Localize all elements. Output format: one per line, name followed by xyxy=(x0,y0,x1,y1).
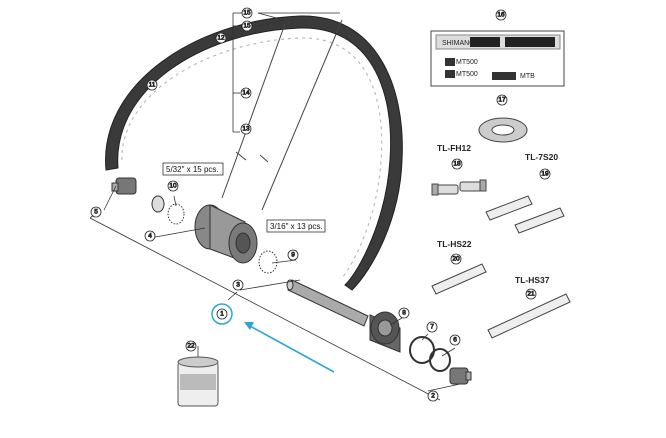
callout-8: 8 xyxy=(398,307,410,319)
spoke-bracket xyxy=(227,12,340,133)
tool-label-fh12: TL-FH12 xyxy=(437,143,471,153)
tool-label-7s20: TL-7S20 xyxy=(525,152,558,162)
ball-note-rear-text: 3/16" x 13 pcs. xyxy=(270,222,323,231)
tool-hs22-drawing xyxy=(431,263,487,295)
svg-text:3: 3 xyxy=(236,282,240,289)
svg-text:13: 13 xyxy=(242,126,250,133)
svg-text:17: 17 xyxy=(498,97,506,104)
axle xyxy=(286,279,369,327)
spokes xyxy=(221,19,343,211)
svg-text:6: 6 xyxy=(453,337,457,344)
svg-text:22: 22 xyxy=(187,343,195,350)
svg-text:16: 16 xyxy=(497,12,505,19)
ball-note-front: 5/32" x 15 pcs. xyxy=(162,162,224,176)
callout-19: 19 xyxy=(539,168,551,180)
rim-tape-roll xyxy=(478,117,528,143)
tool-label-hs37: TL-HS37 xyxy=(515,275,550,285)
callout-6: 6 xyxy=(449,334,461,346)
svg-text:10: 10 xyxy=(169,183,177,190)
svg-text:7: 7 xyxy=(430,324,434,331)
hub-body xyxy=(194,204,258,264)
callout-10: 10 xyxy=(167,180,179,192)
callout-20: 20 xyxy=(450,253,462,265)
callout-21: 21 xyxy=(525,288,537,300)
svg-text:8: 8 xyxy=(402,310,406,317)
svg-text:15: 15 xyxy=(243,23,251,30)
ball-note-front-text: 5/32" x 15 pcs. xyxy=(166,165,219,174)
svg-text:5: 5 xyxy=(94,209,98,216)
rim xyxy=(105,15,403,291)
tool-label-hs22: TL-HS22 xyxy=(437,239,472,249)
washer-left xyxy=(151,195,165,213)
svg-text:14: 14 xyxy=(242,90,250,97)
callout-7: 7 xyxy=(426,321,438,333)
highlight-circle xyxy=(211,303,233,325)
ball-bearings-right xyxy=(258,250,278,274)
hub-assembly xyxy=(111,177,472,385)
svg-text:20: 20 xyxy=(452,256,460,263)
decal-sheet: SHIMANO MT500 MT500 MTB xyxy=(430,30,565,87)
svg-text:15: 15 xyxy=(243,10,251,17)
leader-lines xyxy=(89,185,461,401)
decal-brand-text: SHIMANO xyxy=(442,40,475,47)
lock-nut-right xyxy=(449,367,472,385)
callout-9: 9 xyxy=(287,249,299,261)
callout-2: 2 xyxy=(427,390,439,402)
callout-14: 14 xyxy=(240,87,252,99)
svg-text:12: 12 xyxy=(217,35,225,42)
o-ring xyxy=(429,348,451,372)
callout-13: 13 xyxy=(240,123,252,135)
callout-18: 18 xyxy=(451,158,463,170)
tool-7s20-drawing xyxy=(485,195,565,234)
callouts: 1 2 3 4 5 6 7 8 9 10 11 12 13 14 15 15 1… xyxy=(90,7,551,402)
svg-text:4: 4 xyxy=(148,233,152,240)
svg-text:9: 9 xyxy=(291,252,295,259)
svg-text:11: 11 xyxy=(149,82,156,89)
svg-text:21: 21 xyxy=(527,291,535,298)
callout-22: 22 xyxy=(185,340,197,352)
svg-text:2: 2 xyxy=(431,393,435,400)
freehub-body xyxy=(369,311,401,353)
tool-fh12-drawing xyxy=(431,179,487,196)
callout-17: 17 xyxy=(496,94,508,106)
callout-5: 5 xyxy=(90,206,102,218)
callout-4: 4 xyxy=(144,230,156,242)
ball-bearings-left xyxy=(167,203,185,225)
decal-model-1-text: MT500 xyxy=(456,59,478,66)
highlight-arrow xyxy=(211,303,335,373)
svg-text:18: 18 xyxy=(453,161,461,168)
svg-text:1: 1 xyxy=(220,311,224,318)
ball-note-rear: 3/16" x 13 pcs. xyxy=(266,219,326,233)
callout-12: 12 xyxy=(215,32,227,44)
decal-small-text: MTB xyxy=(520,73,535,80)
callout-15b: 15 xyxy=(241,20,253,32)
svg-text:19: 19 xyxy=(541,171,549,178)
callout-3: 3 xyxy=(232,279,244,291)
decal-model-2-text: MT500 xyxy=(456,71,478,78)
callout-11: 11 xyxy=(146,79,158,91)
tool-hs37-drawing xyxy=(487,293,571,339)
callout-16: 16 xyxy=(495,9,507,21)
callout-15a: 15 xyxy=(241,7,253,19)
grease-container xyxy=(177,356,219,407)
callout-1: 1 xyxy=(216,308,228,320)
